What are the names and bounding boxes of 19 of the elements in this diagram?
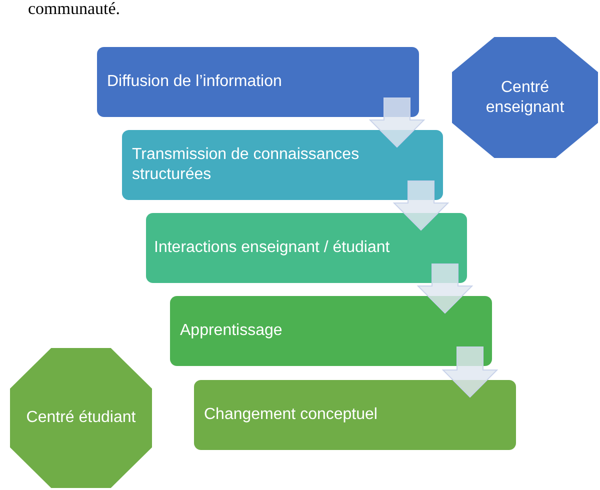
node-text: Changement conceptuel — [204, 405, 378, 425]
node-text: Centré étudiant — [26, 408, 136, 428]
process-box — [170, 296, 492, 366]
block-arrow — [392, 180, 450, 231]
block-arrow — [416, 264, 474, 314]
node-text: Transmission de connaissances structurées — [132, 145, 360, 185]
node-text: Apprentissage — [180, 321, 282, 341]
node-text: Diffusion de l’information — [107, 72, 282, 92]
text-fragment: communauté. — [28, 0, 120, 18]
node-text: Interactions enseignant / étudiant — [154, 238, 390, 258]
process-box — [122, 130, 443, 200]
process-box — [97, 47, 419, 117]
process-box — [146, 213, 467, 283]
node-text: Centré enseignant — [484, 78, 566, 118]
octagon-shape — [10, 348, 152, 488]
process-box — [194, 380, 516, 450]
octagon-shape — [452, 37, 598, 158]
block-arrow — [442, 346, 498, 398]
block-arrow — [368, 98, 426, 148]
